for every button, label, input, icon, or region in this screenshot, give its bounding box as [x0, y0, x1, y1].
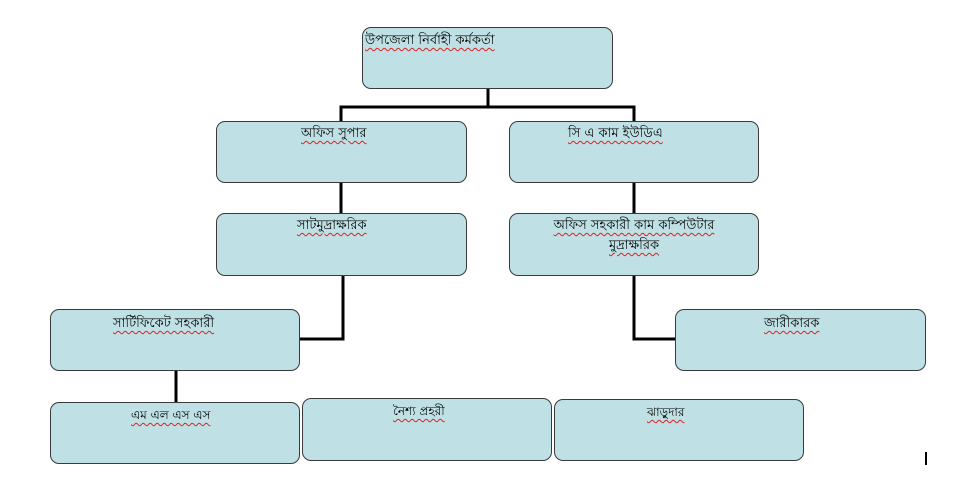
- node-office-super-label: অফিস সুপার: [301, 126, 367, 141]
- node-certificate-asst-label: সার্টিফিকেট সহকারী: [113, 316, 215, 331]
- node-office-asst-computer: অফিস সহকারী কাম কম্পিউটার মুদ্রাক্ষরিক: [509, 213, 759, 276]
- node-ca-cum-uda: সি এ কাম ইউডিএ: [509, 121, 759, 183]
- node-night-guard-label: নৈশ্য প্রহরী: [393, 404, 445, 418]
- node-uno-label: উপজেলা নির্বাহী কর্মকর্তা: [365, 33, 495, 48]
- node-uno: উপজেলা নির্বাহী কর্মকর্তা: [362, 27, 613, 89]
- node-mlss: এম এল এস এস: [50, 402, 300, 464]
- connector-office-asst-to-jarikarak: [632, 274, 678, 341]
- node-night-guard: নৈশ্য প্রহরী: [302, 398, 552, 461]
- node-office-super: অফিস সুপার: [216, 121, 467, 183]
- node-certificate-asst: সার্টিফিকেট সহকারী: [50, 309, 300, 371]
- connector-uno-to-second-level: [339, 87, 636, 124]
- node-office-asst-computer-label-line2: মুদ্রাক্ষরিক: [608, 238, 660, 253]
- node-sweeper-label: ঝাড়ুদার: [647, 405, 685, 419]
- node-sweeper: ঝাড়ুদার: [554, 399, 804, 461]
- node-stenographer: সাটমুদ্রাক্ষরিক: [216, 213, 467, 276]
- text-cursor: [925, 452, 927, 465]
- node-jarikarak-label: জারীকারক: [764, 316, 820, 331]
- node-mlss-label: এম এল এস এস: [131, 408, 211, 422]
- connector-stenographer-to-certificate-asst: [299, 274, 345, 341]
- node-ca-cum-uda-label: সি এ কাম ইউডিএ: [568, 126, 663, 141]
- node-jarikarak: জারীকারক: [675, 309, 926, 371]
- node-office-asst-computer-label-line1: অফিস সহকারী কাম কম্পিউটার: [553, 218, 715, 233]
- node-stenographer-label: সাটমুদ্রাক্ষরিক: [297, 218, 367, 233]
